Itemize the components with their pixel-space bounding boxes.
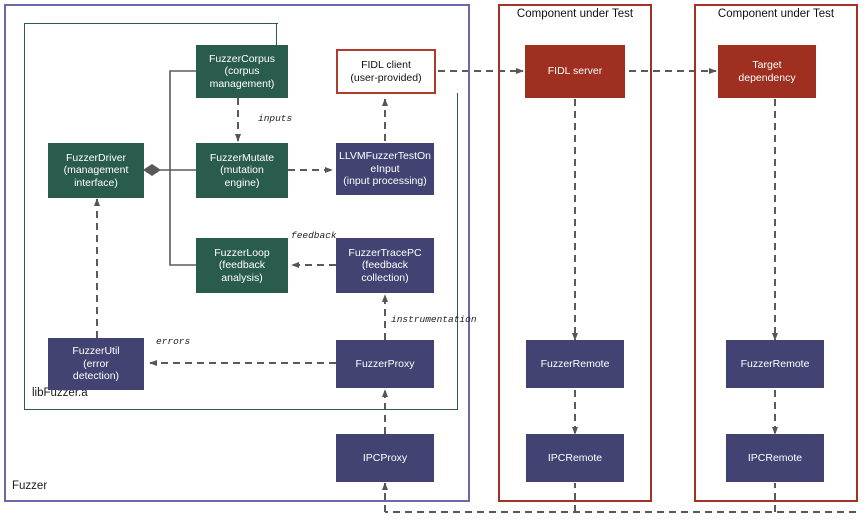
node-fuzzer-remote-1[interactable]: FuzzerRemote	[526, 340, 624, 388]
node-ipc-remote-1[interactable]: IPCRemote	[526, 434, 624, 482]
edge-label-inputs: inputs	[258, 113, 293, 124]
node-ipc-remote-2[interactable]: IPCRemote	[726, 434, 824, 482]
node-ipc-proxy[interactable]: IPCProxy	[336, 434, 434, 482]
panel-component-under-test-2	[694, 4, 858, 502]
edge-label-instrumentation: instrumentation	[391, 314, 477, 325]
edge-label-feedback: feedback	[291, 230, 337, 241]
panel-label-libfuzzer: libFuzzer.a	[32, 387, 88, 399]
node-fidl-client[interactable]: FIDL client(user-provided)	[336, 49, 436, 94]
panel-libfuzzer-left	[24, 23, 278, 410]
node-fuzzer-proxy[interactable]: FuzzerProxy	[336, 340, 434, 388]
node-fuzzer-remote-2[interactable]: FuzzerRemote	[726, 340, 824, 388]
panel-libfuzzer-right	[278, 93, 458, 410]
panel-component-under-test-1	[498, 4, 652, 502]
cut-title-2: Component under Test	[717, 8, 835, 20]
cut-title-1: Component under Test	[516, 8, 634, 20]
edge-label-errors: errors	[156, 336, 191, 347]
panel-fuzzer	[4, 4, 470, 502]
panel-label-fuzzer: Fuzzer	[12, 480, 48, 492]
node-fidl-server[interactable]: FIDL server	[525, 45, 625, 98]
